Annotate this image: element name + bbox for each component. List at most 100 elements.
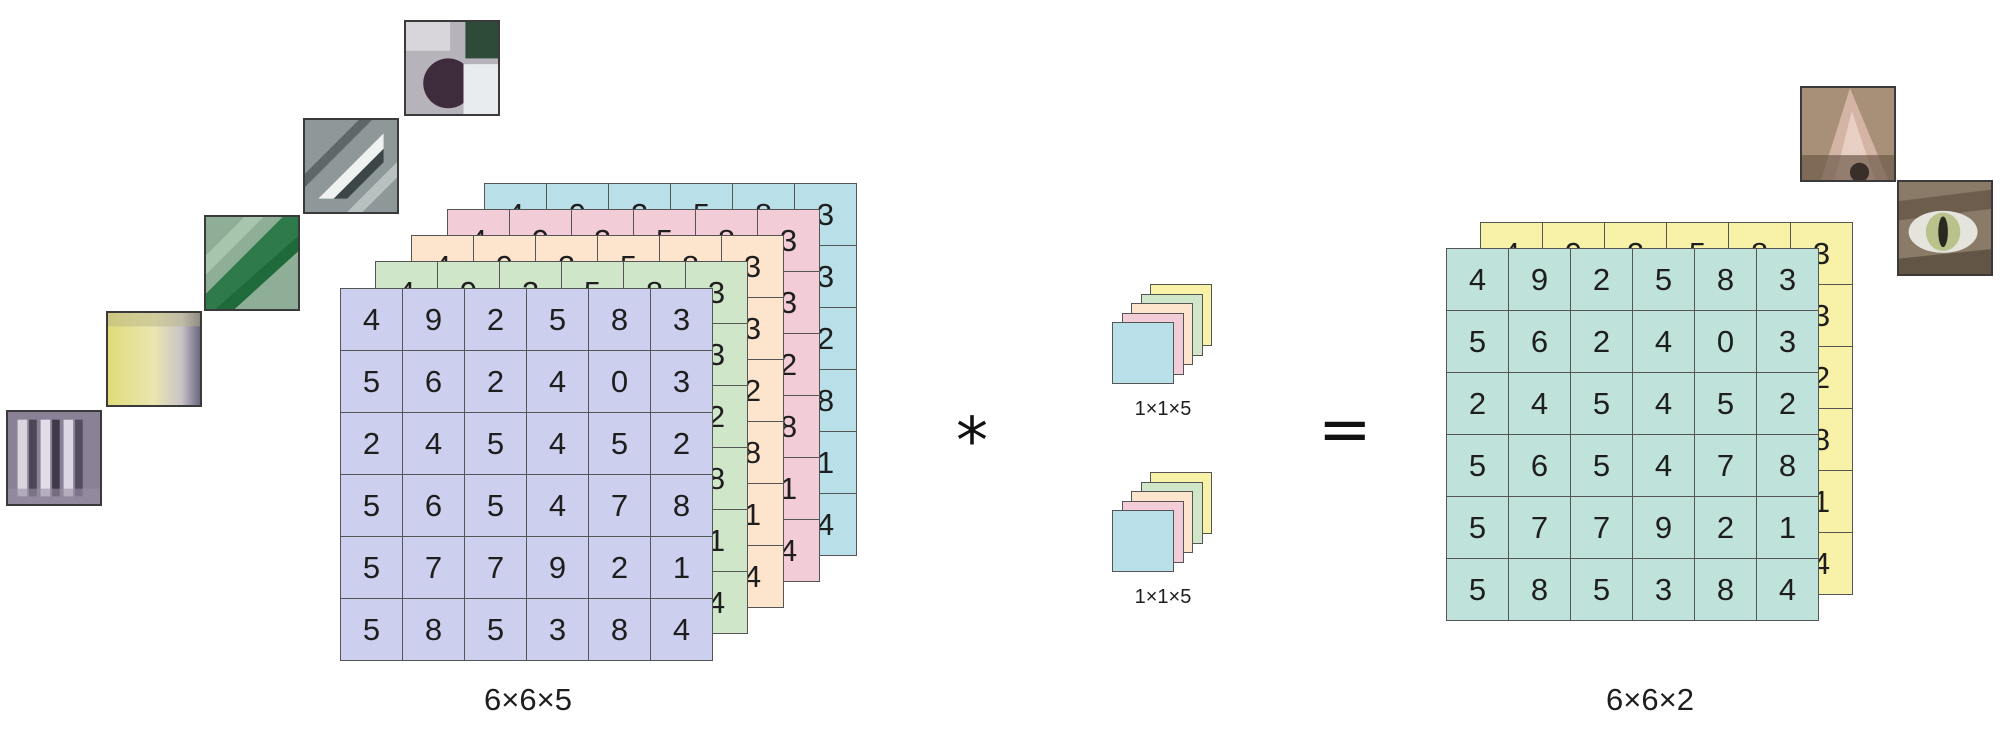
grid-cell: 2: [589, 537, 651, 599]
grid-cell: 3: [527, 599, 589, 661]
grid-cell: 3: [1757, 249, 1819, 311]
grid-cell: 7: [1695, 435, 1757, 497]
grid-cell: 4: [795, 494, 857, 556]
grid-cell: 2: [651, 413, 713, 475]
grid-cell: 8: [1695, 559, 1757, 621]
grid-cell: 4: [1633, 311, 1695, 373]
equals-operator: =: [1318, 393, 1372, 467]
grid-cell: 7: [1571, 497, 1633, 559]
output-dimension-label: 6×6×2: [1606, 682, 1694, 717]
grid-cell: 4: [1509, 373, 1571, 435]
grid-cell: 9: [527, 537, 589, 599]
grid-cell: 0: [1695, 311, 1757, 373]
grid-cell: 8: [651, 475, 713, 537]
grid-cell: 6: [403, 475, 465, 537]
grid-cell: 4: [1447, 249, 1509, 311]
grid-cell: 5: [341, 351, 403, 413]
grid-cell: 3: [795, 184, 857, 246]
grid-cell: 4: [527, 475, 589, 537]
grid-cell: 9: [403, 289, 465, 351]
filter-2-label: 1×1×5: [1134, 586, 1192, 608]
green-diagonal-patch: [204, 215, 300, 311]
grid-cell: 8: [795, 370, 857, 432]
grid-cell: 5: [1447, 559, 1509, 621]
grid-cell: 3: [651, 289, 713, 351]
grid-cell: 4: [527, 351, 589, 413]
grid-cell: 4: [341, 289, 403, 351]
grid-cell: 3: [1633, 559, 1695, 621]
grid-cell: 3: [1757, 311, 1819, 373]
grid-cell: 8: [1509, 559, 1571, 621]
grid-cell: 5: [1633, 249, 1695, 311]
grid-cell: 2: [465, 351, 527, 413]
grid-cell: 8: [589, 289, 651, 351]
grid-cell: 5: [1695, 373, 1757, 435]
grid-cell: 7: [403, 537, 465, 599]
grid-cell: 5: [465, 475, 527, 537]
cat-eye-patch: [1897, 180, 1993, 276]
grid-cell: 2: [1571, 311, 1633, 373]
grid-cell: 5: [341, 475, 403, 537]
grid-cell: 3: [722, 236, 784, 298]
grid-cell: 2: [758, 334, 820, 396]
grid-cell: 4: [651, 599, 713, 661]
grid-cell: 5: [341, 599, 403, 661]
dark-blob-patch: [404, 20, 500, 116]
grid-cell: 8: [758, 396, 820, 458]
grid-cell: 3: [795, 246, 857, 308]
grid-cell: 3: [722, 298, 784, 360]
grid-cell: 1: [758, 458, 820, 520]
grid-cell: 1: [722, 484, 784, 546]
cat-ear-patch: [1800, 86, 1896, 182]
gray-diagonal-patch: [303, 118, 399, 214]
grid-cell: 9: [1633, 497, 1695, 559]
grid-cell: 2: [1571, 249, 1633, 311]
grid-cell: 3: [758, 210, 820, 272]
grid-cell: 5: [527, 289, 589, 351]
grid-cell: 5: [1571, 373, 1633, 435]
grid-cell: 6: [1509, 311, 1571, 373]
grid-cell: 4: [722, 546, 784, 608]
grid-cell: 8: [722, 422, 784, 484]
grid-cell: 4: [403, 413, 465, 475]
filter-2-slice-1: [1112, 510, 1174, 572]
grid-cell: 5: [1447, 435, 1509, 497]
grid-cell: 0: [589, 351, 651, 413]
grid-cell: 6: [1509, 435, 1571, 497]
grid-cell: 4: [1633, 435, 1695, 497]
grid-cell: 2: [1447, 373, 1509, 435]
grid-cell: 2: [795, 308, 857, 370]
vertical-stripes-patch: [6, 410, 102, 506]
grid-cell: 1: [651, 537, 713, 599]
grid-cell: 7: [589, 475, 651, 537]
grid-cell: 7: [465, 537, 527, 599]
grid-cell: 2: [722, 360, 784, 422]
grid-cell: 5: [1571, 435, 1633, 497]
input-dimension-label: 6×6×5: [484, 682, 572, 717]
grid-cell: 4: [1633, 373, 1695, 435]
grid-cell: 7: [1509, 497, 1571, 559]
grid-cell: 8: [1757, 435, 1819, 497]
grid-cell: 9: [1509, 249, 1571, 311]
grid-cell: 5: [1447, 497, 1509, 559]
grid-cell: 2: [1695, 497, 1757, 559]
grid-cell: 8: [589, 599, 651, 661]
grid-cell: 3: [758, 272, 820, 334]
grid-cell: 5: [1447, 311, 1509, 373]
grid-cell: 3: [651, 351, 713, 413]
filter-1-slice-1: [1112, 322, 1174, 384]
grid-cell: 2: [341, 413, 403, 475]
grid-cell: 2: [1757, 373, 1819, 435]
grid-cell: 5: [465, 413, 527, 475]
grid-cell: 4: [527, 413, 589, 475]
grid-cell: 5: [465, 599, 527, 661]
grid-cell: 8: [1695, 249, 1757, 311]
grid-cell: 4: [1757, 559, 1819, 621]
grid-cell: 5: [1571, 559, 1633, 621]
convolution-operator: *: [956, 405, 988, 479]
grid-cell: 5: [589, 413, 651, 475]
grid-cell: 2: [465, 289, 527, 351]
